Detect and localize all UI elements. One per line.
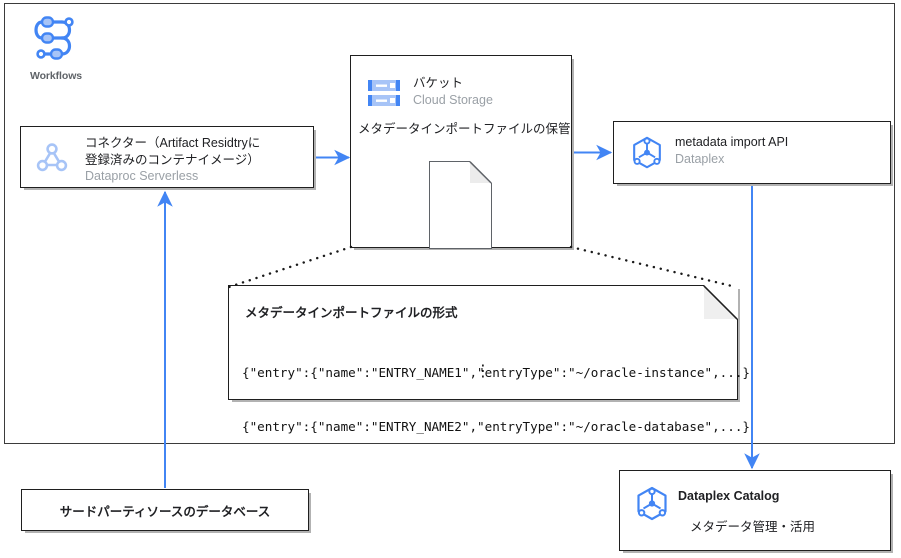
note-folded-corner	[704, 285, 738, 319]
note-code-line-2: {"entry":{"name":"ENTRY_NAME2","entryTyp…	[242, 419, 750, 435]
third-party-database-label: サードパーティソースのデータベース	[59, 504, 271, 519]
workflows-logo: Workflows	[24, 12, 88, 82]
dataproc-icon	[35, 141, 69, 175]
bucket-box[interactable]: バケット Cloud Storage メタデータインポートファイルの保管	[350, 55, 572, 248]
dataplex-icon	[632, 484, 672, 524]
cloud-boundary-frame	[4, 3, 895, 444]
import-file-format-note: メタデータインポートファイルの形式 {"entry":{"name":"ENTR…	[228, 285, 750, 434]
note-code-lines: {"entry":{"name":"ENTRY_NAME1","entryTyp…	[242, 327, 750, 473]
catalog-subtitle: メタデータ管理・活用	[690, 520, 816, 534]
note-code-line-1: {"entry":{"name":"ENTRY_NAME1","entryTyp…	[242, 364, 750, 380]
catalog-title: Dataplex Catalog	[678, 489, 780, 503]
workflows-label: Workflows	[30, 70, 82, 82]
bucket-title: バケット	[413, 76, 464, 90]
api-text-group: metadata import API Dataplex	[675, 134, 788, 167]
bucket-text-group: バケット Cloud Storage	[413, 75, 493, 108]
file-document-icon	[429, 161, 492, 249]
api-title: metadata import API	[675, 135, 789, 149]
dataplex-catalog-box[interactable]: Dataplex Catalog メタデータ管理・活用	[619, 470, 891, 551]
api-subtitle: Dataplex	[675, 151, 725, 166]
workflows-icon	[28, 12, 84, 64]
note-title: メタデータインポートファイルの形式	[245, 306, 458, 320]
dataplex-icon	[628, 134, 666, 172]
note-ellipsis: ⋮	[228, 363, 738, 380]
metadata-import-api-box[interactable]: metadata import API Dataplex	[613, 121, 891, 184]
connector-title-line1: コネクター（Artifact Residtryに	[85, 136, 261, 150]
connector-text-group: コネクター（Artifact Residtryに 登録済みのコンテナイメージ） …	[85, 135, 260, 185]
bucket-subtitle: Cloud Storage	[413, 92, 493, 107]
connector-box[interactable]: コネクター（Artifact Residtryに 登録済みのコンテナイメージ） …	[20, 126, 314, 188]
note-ellipsis-glyph: ⋮	[475, 363, 491, 380]
cloud-storage-icon	[367, 78, 401, 108]
connector-subtitle: Dataproc Serverless	[85, 169, 199, 183]
bucket-caption: メタデータインポートファイルの保管	[358, 122, 571, 136]
third-party-database-box[interactable]: サードパーティソースのデータベース	[21, 489, 309, 531]
connector-title-line2: 登録済みのコンテナイメージ）	[85, 152, 260, 167]
